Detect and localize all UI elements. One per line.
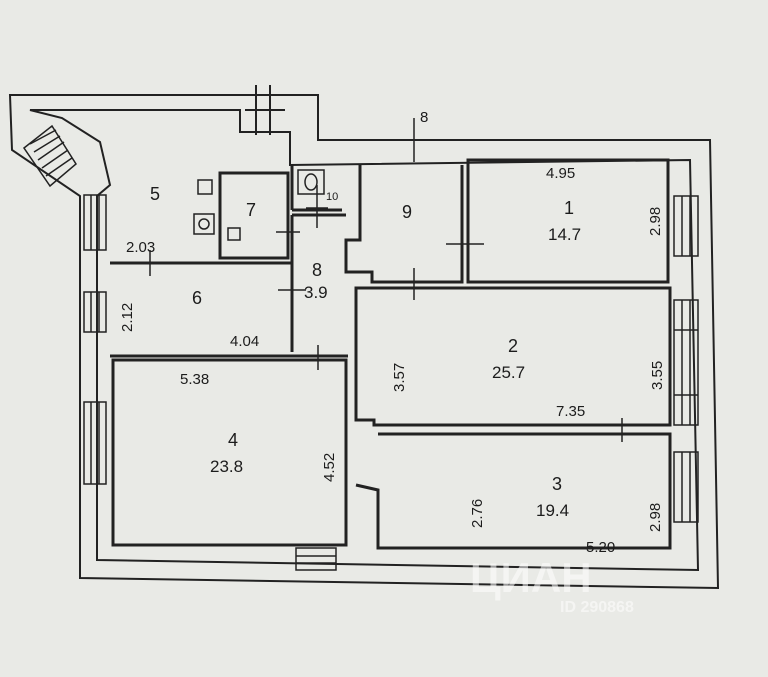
dim-r1-width: 4.95 (546, 165, 575, 182)
entry-door (245, 85, 285, 135)
door-markers (149, 118, 623, 442)
room-4-area: 23.8 (210, 457, 243, 476)
room-7-walls (218, 171, 290, 260)
room-4-number: 4 (228, 430, 238, 450)
dim-r2-left: 3.57 (391, 363, 408, 392)
dim-r4-top: 5.38 (180, 371, 209, 388)
dim-r4-right: 4.52 (321, 453, 338, 482)
watermark-brand: ЦИАН (470, 554, 592, 601)
dim-r6-bottom: 4.04 (230, 333, 259, 350)
dim-r3-left: 2.76 (469, 499, 486, 528)
room-1-walls (466, 158, 670, 284)
room-9-number: 9 (402, 202, 412, 222)
room-2-number: 2 (508, 336, 518, 356)
fixtures (193, 169, 325, 241)
watermark-id: ID 290868 (560, 599, 634, 616)
room-5-number: 5 (150, 184, 160, 204)
room-3-number: 3 (552, 474, 562, 494)
room-6-number: 6 (192, 288, 202, 308)
room-2-area: 25.7 (492, 363, 525, 382)
dim-r1-depth: 2.98 (647, 207, 664, 236)
top-label: 8 (420, 109, 428, 126)
room-3-area: 19.4 (536, 501, 569, 520)
outer-boundary (8, 94, 720, 590)
room-1-number: 1 (564, 198, 574, 218)
toilet-icon (297, 169, 325, 195)
dim-r2-bottom: 7.35 (556, 403, 585, 420)
dim-r5-bottom: 2.03 (126, 239, 155, 256)
room-1-area: 14.7 (548, 225, 581, 244)
room-10-number: 10 (326, 191, 338, 203)
sink-icon (193, 213, 215, 235)
dim-r6-left: 2.12 (119, 303, 136, 332)
room-8-area: 3.9 (304, 283, 328, 302)
room-8-number: 8 (312, 260, 322, 280)
outer-walls (8, 94, 720, 590)
dim-r3-bottom: 5.20 (586, 539, 615, 556)
dim-r2-right: 3.55 (649, 361, 666, 390)
dim-r3-right: 2.98 (647, 503, 664, 532)
inner-shell (29, 109, 700, 572)
stair-icon (22, 124, 77, 188)
windows (83, 194, 699, 571)
room-7-number: 7 (246, 200, 256, 220)
